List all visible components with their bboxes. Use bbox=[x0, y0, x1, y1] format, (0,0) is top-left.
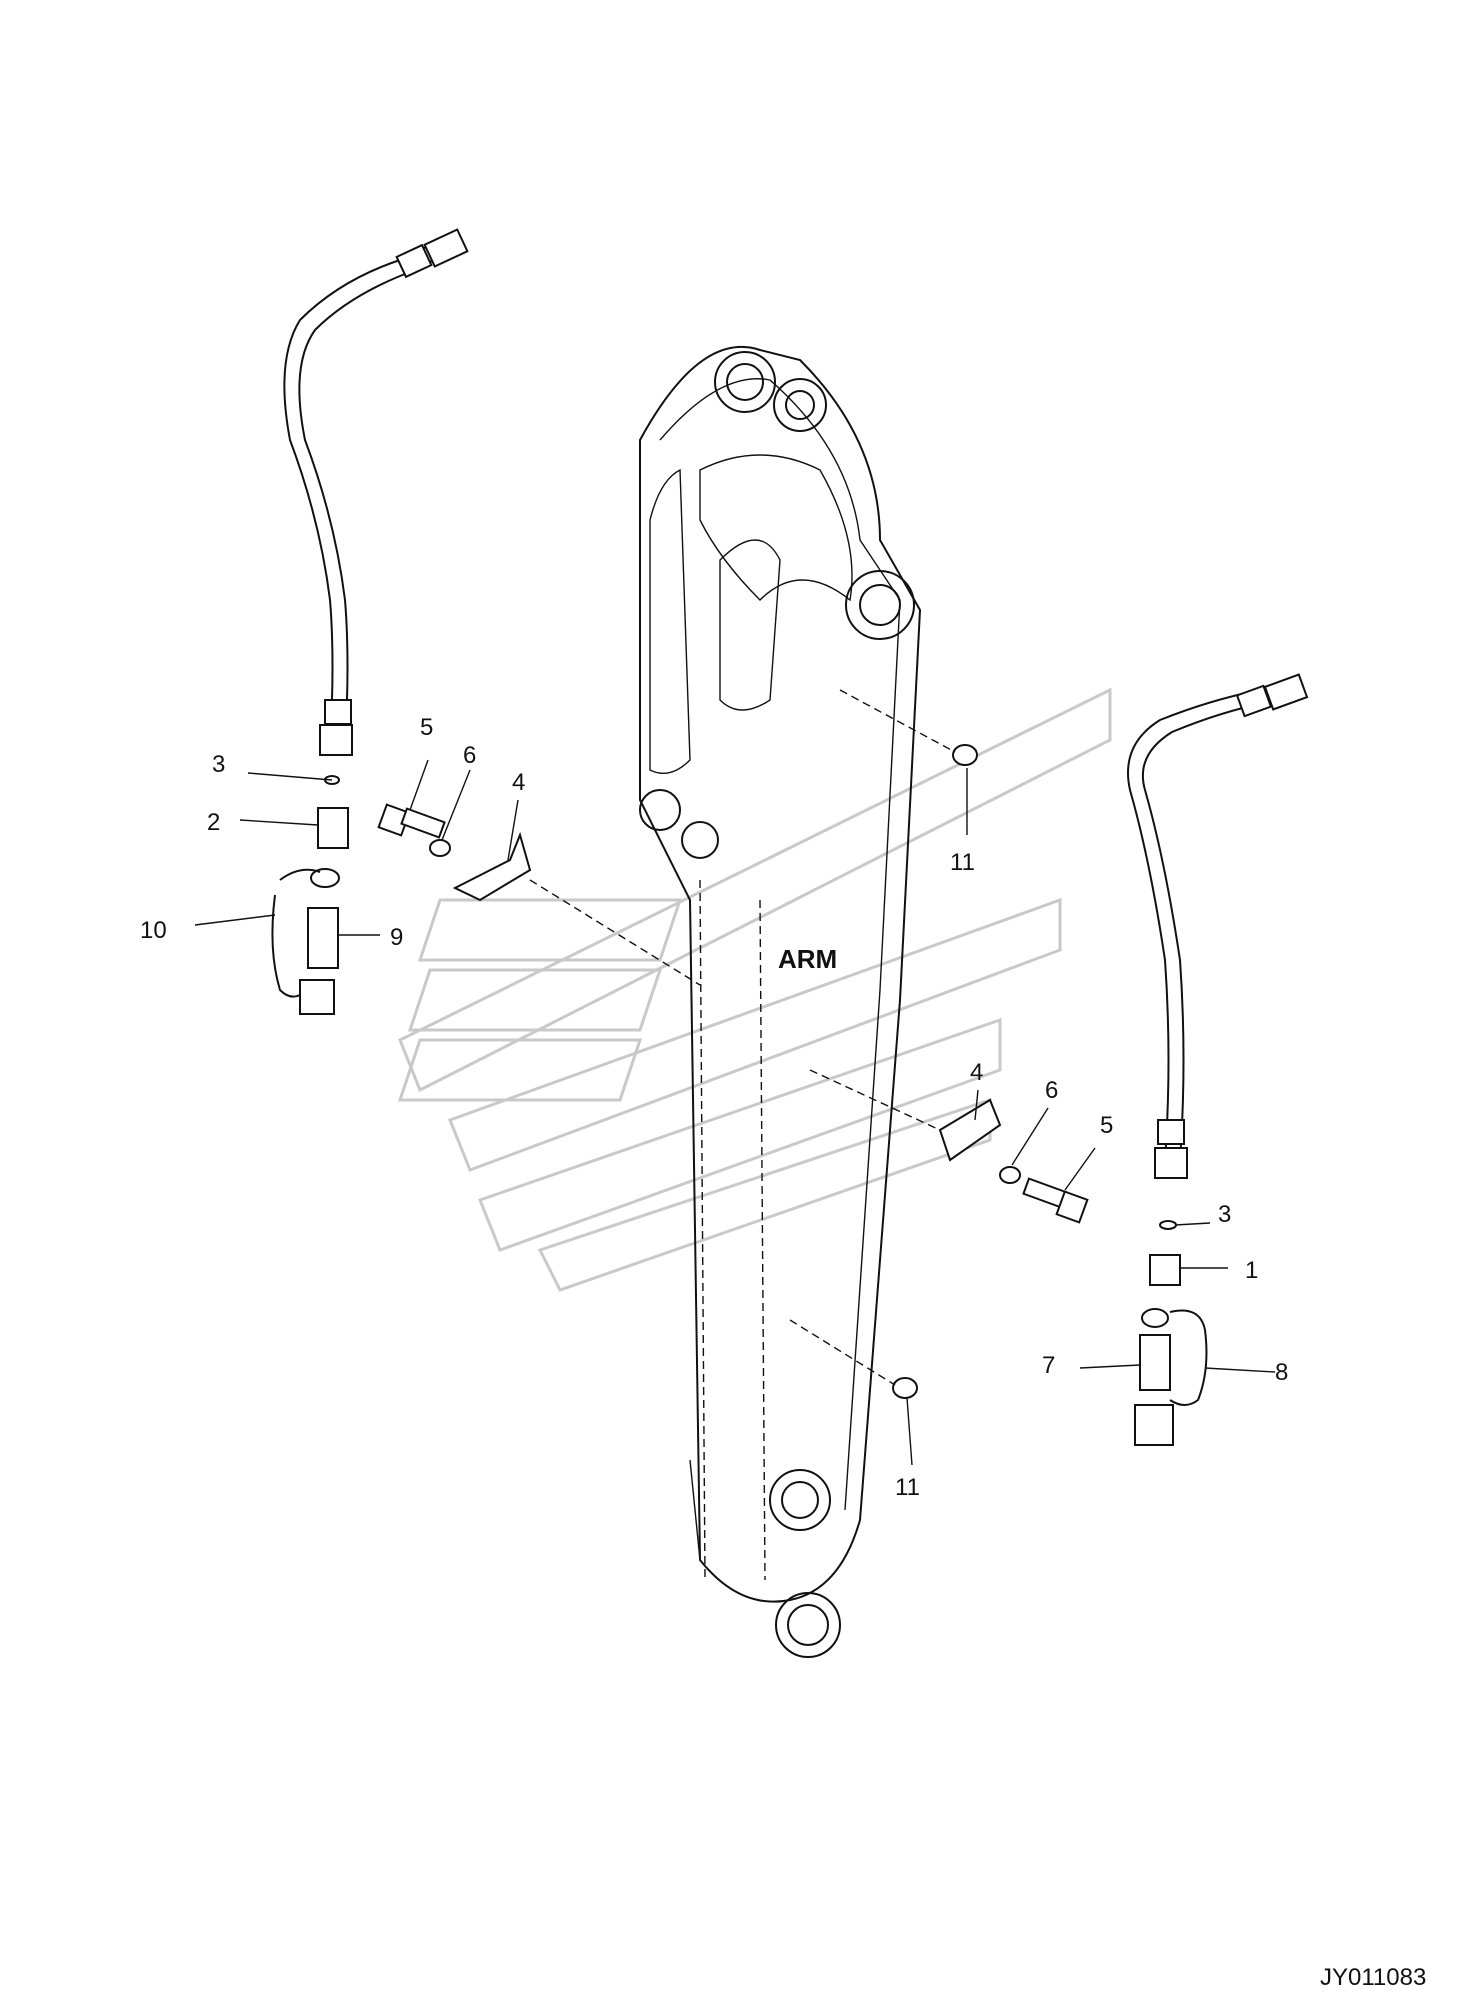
plug-parts bbox=[789, 689, 978, 1399]
arm-label: ARM bbox=[778, 944, 837, 974]
callout-5-right: 5 bbox=[1100, 1112, 1113, 1139]
callout-2: 2 bbox=[207, 809, 220, 836]
callout-10: 10 bbox=[140, 917, 167, 944]
callout-1: 1 bbox=[1245, 1257, 1258, 1284]
callout-3-left: 3 bbox=[212, 751, 225, 778]
arm-body bbox=[639, 345, 922, 1658]
callout-5-left: 5 bbox=[420, 714, 433, 741]
callout-4-left: 4 bbox=[512, 769, 525, 796]
callout-8: 8 bbox=[1275, 1359, 1288, 1386]
watermark-logo bbox=[397, 687, 1112, 1292]
right-fittings bbox=[1134, 1220, 1208, 1446]
callout-4-right: 4 bbox=[970, 1059, 983, 1086]
right-bracket-group bbox=[809, 1069, 1089, 1224]
leader-lines bbox=[194, 759, 1276, 1466]
callout-9: 9 bbox=[390, 924, 403, 951]
callout-11-top: 11 bbox=[950, 849, 975, 876]
callout-6-right: 6 bbox=[1045, 1077, 1058, 1104]
left-fittings bbox=[271, 775, 349, 1015]
callout-3-right: 3 bbox=[1218, 1201, 1231, 1228]
callout-7: 7 bbox=[1042, 1352, 1055, 1379]
callout-11-bottom: 11 bbox=[895, 1474, 920, 1501]
left-hose bbox=[283, 228, 469, 756]
right-hose bbox=[1127, 673, 1309, 1179]
callout-6-left: 6 bbox=[463, 742, 476, 769]
left-bracket-group bbox=[377, 803, 701, 986]
drawing-code: JY011083 bbox=[1320, 1964, 1426, 1991]
callout-numbers: 3 2 10 9 5 6 4 11 4 6 5 3 1 7 8 11 bbox=[140, 714, 1288, 1501]
